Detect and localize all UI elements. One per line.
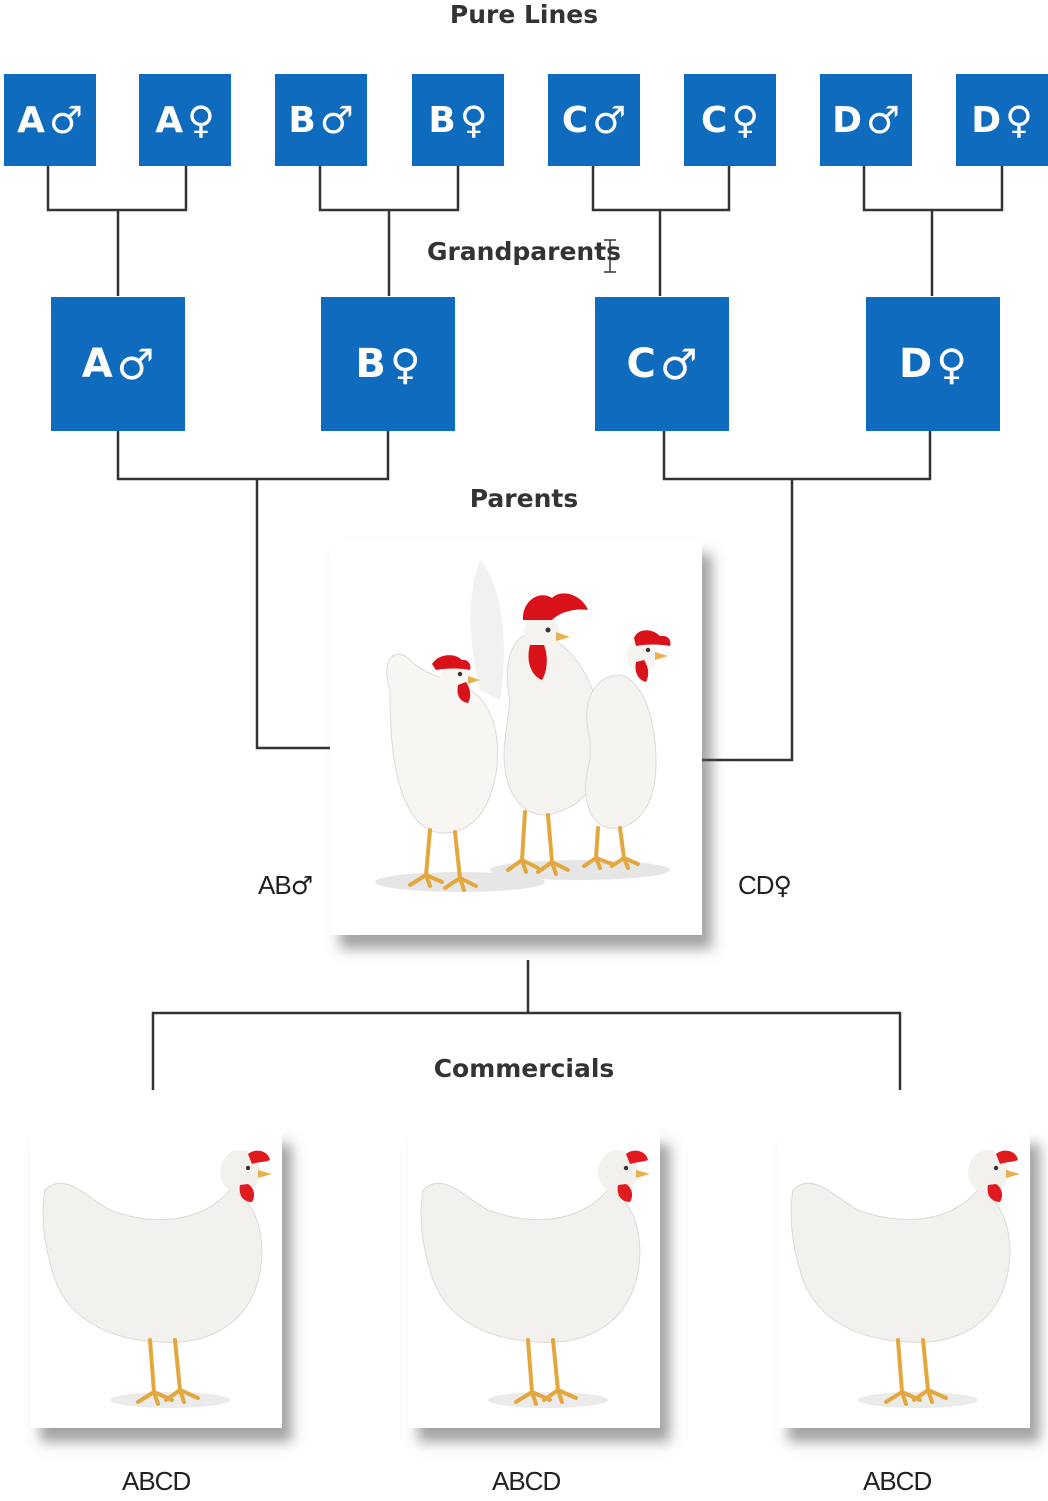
male-symbol-icon: ♂	[48, 98, 83, 142]
parents-photo	[330, 540, 702, 935]
commercial-photo-1	[30, 1130, 282, 1428]
female-symbol-icon: ♀	[936, 339, 967, 389]
pure-line-b-female: B♀	[412, 74, 504, 166]
commercial-photo-2	[408, 1130, 660, 1428]
grandparent-c-male: C♂	[595, 297, 729, 431]
box-letter: D	[971, 99, 1002, 141]
commercial-label-2: ABCD	[492, 1466, 561, 1496]
male-symbol-icon: ♂	[319, 98, 354, 142]
connector-c	[591, 166, 731, 296]
female-symbol-icon: ♀	[773, 871, 792, 900]
male-symbol-icon: ♂	[116, 339, 155, 389]
box-letter: C	[626, 341, 656, 387]
hen-image	[420, 1150, 650, 1408]
connector-cd	[662, 431, 932, 762]
hen-image	[42, 1150, 272, 1408]
box-letter: B	[428, 99, 456, 141]
female-symbol-icon: ♀	[187, 98, 215, 142]
parent-female-text: CD	[738, 870, 775, 900]
box-letter: B	[288, 99, 316, 141]
connector-d	[862, 166, 1004, 296]
grandparent-d-female: D♀	[866, 297, 1000, 431]
pure-line-d-female: D♀	[956, 74, 1048, 166]
chickens-group-image	[375, 560, 671, 892]
box-letter: D	[832, 99, 862, 141]
box-letter: C	[561, 99, 589, 141]
male-symbol-icon: ♂	[290, 871, 314, 900]
connector-commercials	[151, 960, 902, 1090]
heading-commercials: Commercials	[433, 1054, 615, 1083]
box-letter: B	[355, 341, 386, 387]
female-symbol-icon: ♀	[459, 98, 488, 142]
heading-grandparents: Grandparents	[426, 237, 622, 266]
commercial-label-1: ABCD	[122, 1466, 191, 1496]
male-symbol-icon: ♂	[866, 98, 900, 142]
parent-male-label: AB♂	[258, 870, 313, 901]
box-letter: A	[81, 341, 113, 387]
male-symbol-icon: ♂	[659, 339, 698, 389]
pure-line-d-male: D♂	[820, 74, 912, 166]
pure-line-a-male: A♂	[4, 74, 96, 166]
grandparent-b-female: B♀	[321, 297, 455, 431]
hen-image	[790, 1150, 1020, 1408]
pure-line-c-male: C♂	[548, 74, 640, 166]
box-letter: A	[155, 99, 184, 141]
female-symbol-icon: ♀	[1005, 98, 1033, 142]
grandparent-a-male: A♂	[51, 297, 185, 431]
female-symbol-icon: ♀	[389, 339, 421, 389]
text-cursor	[604, 239, 616, 273]
pure-line-c-female: C♀	[684, 74, 776, 166]
heading-parents: Parents	[469, 484, 579, 513]
heading-pure-lines: Pure Lines	[449, 0, 599, 29]
connector-a	[46, 166, 188, 296]
parent-male-text: AB	[258, 870, 292, 900]
pure-line-a-female: A♀	[139, 74, 231, 166]
pure-line-b-male: B♂	[275, 74, 367, 166]
connector-b	[318, 166, 460, 296]
commercial-photo-3	[778, 1130, 1030, 1428]
box-letter: D	[899, 341, 933, 387]
female-symbol-icon: ♀	[731, 98, 760, 142]
male-symbol-icon: ♂	[592, 98, 627, 142]
parent-female-label: CD♀	[738, 870, 792, 901]
commercial-label-3: ABCD	[863, 1466, 932, 1496]
connector-ab	[116, 431, 390, 750]
box-letter: A	[17, 99, 45, 141]
box-letter: C	[700, 99, 728, 141]
